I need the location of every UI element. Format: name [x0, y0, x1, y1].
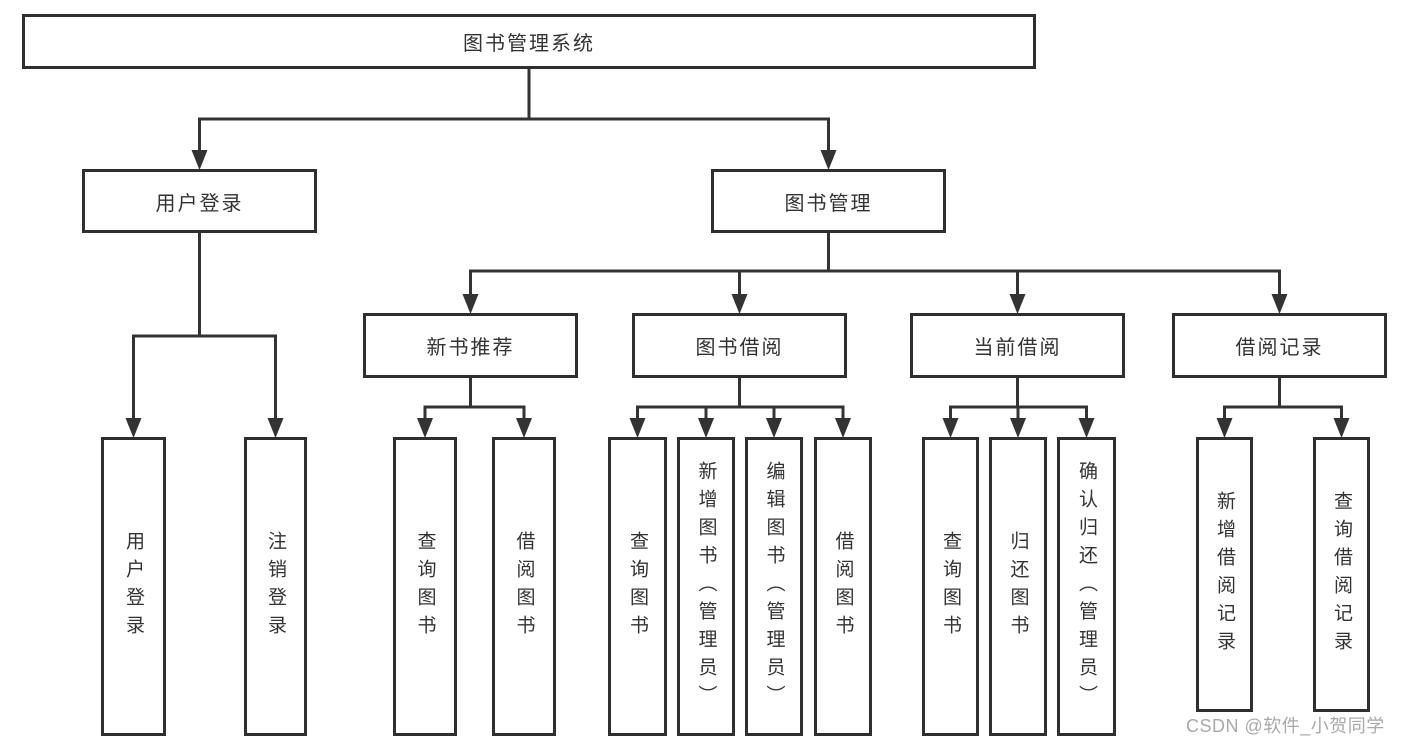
connector-records-to-leaves	[1223, 378, 1343, 420]
node-user-login: 用户登录	[82, 169, 317, 233]
node-label: 查询图书	[414, 530, 436, 643]
leaf-borrow-books-recommend: 借阅图书	[492, 437, 556, 736]
leaf-add-borrow-record: 新增借阅记录	[1196, 437, 1253, 712]
node-label: 图书管理系统	[463, 33, 595, 55]
leaf-user-login: 用户登录	[101, 437, 166, 736]
node-label: 归还图书	[1007, 530, 1029, 643]
leaf-borrow-books: 借阅图书	[814, 437, 872, 736]
node-label: 借阅图书	[832, 530, 854, 643]
leaf-add-books-admin: 新增图书（管理员）	[677, 437, 735, 736]
node-label: 查询图书	[627, 530, 648, 643]
leaf-query-borrow-record: 查询借阅记录	[1313, 437, 1370, 712]
csdn-watermark: CSDN @软件_小贺同学	[1186, 716, 1385, 736]
node-label: 编辑图书（管理员）	[763, 460, 785, 713]
node-current-borrow: 当前借阅	[910, 313, 1125, 378]
arrowheads	[125, 150, 1350, 438]
node-root-system: 图书管理系统	[22, 14, 1036, 69]
node-borrow-records: 借阅记录	[1172, 313, 1387, 378]
connector-recommend-to-leaves	[423, 378, 526, 420]
connector-login-to-leaves	[132, 233, 277, 420]
connector-mgmt-to-level3	[469, 233, 1281, 296]
node-label: 图书借阅	[695, 337, 784, 359]
node-label: 新书推荐	[426, 337, 515, 359]
leaf-logout: 注销登录	[244, 437, 307, 736]
node-book-management: 图书管理	[711, 169, 946, 233]
node-label: 图书管理	[784, 192, 873, 215]
node-label: 用户登录	[123, 530, 144, 643]
connector-root-to-level2	[198, 69, 830, 152]
node-label: 当前借阅	[973, 337, 1062, 359]
node-label: 借阅图书	[513, 530, 535, 643]
node-label: 注销登录	[265, 530, 286, 643]
leaf-query-books-borrow: 查询图书	[608, 437, 667, 736]
leaf-query-books-current: 查询图书	[922, 437, 979, 736]
node-label: 查询借阅记录	[1331, 490, 1352, 659]
node-label: 用户登录	[155, 192, 244, 215]
connector-current-to-leaves	[949, 378, 1088, 420]
leaf-edit-books-admin: 编辑图书（管理员）	[745, 437, 803, 736]
node-book-borrow: 图书借阅	[632, 313, 847, 378]
leaf-query-books-recommend: 查询图书	[393, 437, 457, 736]
node-label: 新增借阅记录	[1214, 490, 1235, 659]
node-label: 确认归还（管理员）	[1076, 460, 1097, 713]
leaf-confirm-return-admin: 确认归还（管理员）	[1057, 437, 1116, 736]
node-label: 借阅记录	[1235, 337, 1324, 359]
node-label: 新增图书（管理员）	[695, 460, 717, 713]
node-label: 查询图书	[940, 530, 961, 643]
leaf-return-books: 归还图书	[989, 437, 1047, 736]
node-new-book-recommend: 新书推荐	[363, 313, 578, 378]
connector-borrow-to-leaves	[636, 378, 845, 420]
